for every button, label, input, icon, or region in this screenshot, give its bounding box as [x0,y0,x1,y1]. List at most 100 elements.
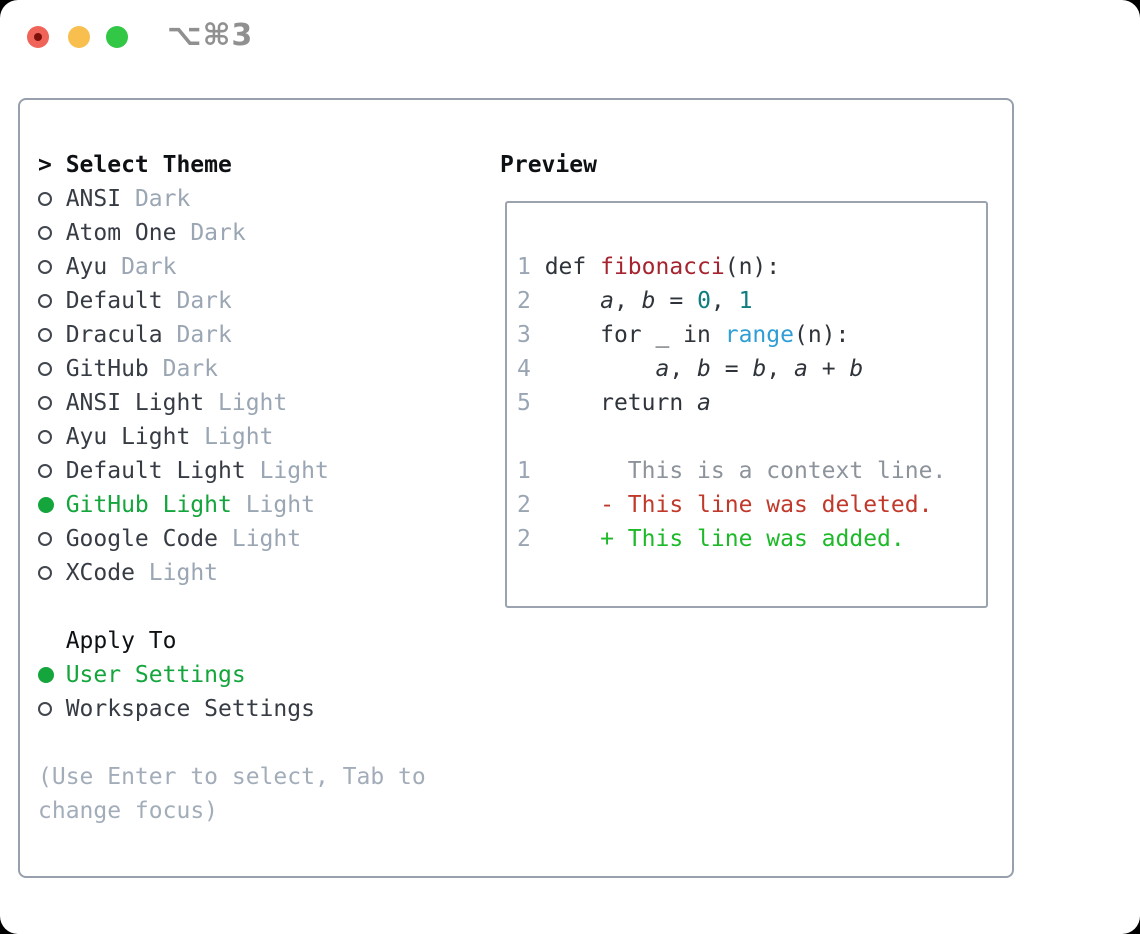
code-token: b [697,356,711,382]
theme-picker-header: > Select Theme [38,148,468,182]
code-token: (n): [724,254,781,280]
help-text: (Use Enter to select, Tab to [38,764,426,790]
radio-icon [38,294,52,308]
theme-option-dracula[interactable]: Dracula Dark [38,318,468,352]
minimize-button[interactable] [68,26,90,48]
line-number: 4 [517,356,545,382]
theme-variant-tag: Dark [134,186,191,212]
theme-option-ayu-light[interactable]: Ayu Light Light [38,420,468,454]
theme-variant-tag: Light [245,492,315,518]
theme-option-atom-one[interactable]: Atom One Dark [38,216,468,250]
theme-name: XCode [65,560,149,586]
theme-variant-tag: Light [218,390,288,416]
theme-name: Dracula [65,322,177,348]
row-gutter [38,532,66,546]
preview-line: 1 This is a context line. [517,454,986,488]
preview-heading: Preview [500,152,597,178]
line-number: 2 [517,526,545,552]
preview-line: 2 + This line was added. [517,522,986,556]
code-token [545,356,656,382]
help-text: change focus) [38,798,219,824]
radio-icon [38,328,52,342]
code-token: 0 [697,288,711,314]
theme-variant-tag: Dark [176,322,232,348]
code-token: = [655,288,698,314]
preview-line: 1 def fibonacci(n): [517,250,986,284]
code-token: 1 [738,288,753,314]
theme-name: Google Code [65,526,232,552]
theme-option-github-light[interactable]: GitHub Light Light [38,488,468,522]
code-token: , [669,356,698,382]
radio-icon [38,396,52,410]
theme-name: Atom One [65,220,191,246]
code-token: , [613,288,642,314]
theme-option-google-code[interactable]: Google Code Light [38,522,468,556]
theme-option-ansi[interactable]: ANSI Dark [38,182,468,216]
code-token: fibonacci [600,254,725,280]
code-token: (n): [793,322,850,348]
row-gutter [38,192,66,206]
theme-option-github[interactable]: GitHub Dark [38,352,468,386]
theme-variant-tag: Light [259,458,329,484]
radio-icon [38,430,52,444]
apply-option-workspace-settings[interactable]: Workspace Settings [38,692,468,726]
window-title: ⌥⌘3 [167,18,254,53]
preview-line: 2 - This line was deleted. [517,488,986,522]
radio-icon [38,192,52,206]
preview-line: 4 a, b = b, a + b [517,352,986,386]
code-token: b [752,356,767,382]
theme-name: ANSI [65,186,135,212]
radio-icon [38,260,52,274]
row-gutter [38,497,66,513]
code-token: a [655,356,670,382]
apply-option-label: User Settings [65,662,246,688]
theme-name: ANSI Light [65,390,219,416]
help-line: (Use Enter to select, Tab to [38,760,468,794]
line-number: 3 [517,322,545,348]
spacer-row [38,590,468,624]
code-token: return [544,390,698,416]
close-button[interactable] [27,26,49,48]
code-token [545,288,600,314]
row-gutter [38,566,66,580]
cursor-icon: > [38,152,52,178]
row-gutter [38,430,66,444]
code-token: , [766,356,795,382]
row-gutter: > [38,148,66,182]
line-number: 5 [517,390,545,416]
theme-variant-tag: Dark [121,254,177,280]
line-number: 2 [517,492,545,518]
apply-to-header: Apply To [38,624,468,658]
code-token: = [710,356,753,382]
row-gutter [38,260,66,274]
code-token: a [600,288,614,314]
zoom-button[interactable] [106,26,128,48]
theme-variant-tag: Light [204,424,274,450]
theme-option-default-light[interactable]: Default Light Light [38,454,468,488]
theme-option-default[interactable]: Default Dark [38,284,468,318]
radio-icon [38,362,52,376]
code-token: for _ in [544,322,725,348]
theme-name: GitHub [65,356,163,382]
preview-line: 5 return a [517,386,986,420]
preview-line [517,420,986,454]
code-token: + This line was added. [544,526,905,552]
radio-icon [38,226,52,240]
theme-option-xcode[interactable]: XCode Light [38,556,468,590]
theme-option-ayu[interactable]: Ayu Dark [38,250,468,284]
radio-icon [38,702,52,716]
preview-line: 2 a, b = 0, 1 [517,284,986,318]
code-token: a [697,390,711,416]
theme-option-ansi-light[interactable]: ANSI Light Light [38,386,468,420]
theme-variant-tag: Light [148,560,219,586]
code-token: def [544,254,601,280]
row-gutter [38,667,66,683]
apply-option-user-settings[interactable]: User Settings [38,658,468,692]
theme-picker-title: Select Theme [65,152,232,178]
code-token: b [641,288,656,314]
theme-name: Default Light [65,458,260,484]
code-token: range [724,322,794,348]
code-token: + [807,356,850,382]
theme-variant-tag: Dark [190,220,246,246]
